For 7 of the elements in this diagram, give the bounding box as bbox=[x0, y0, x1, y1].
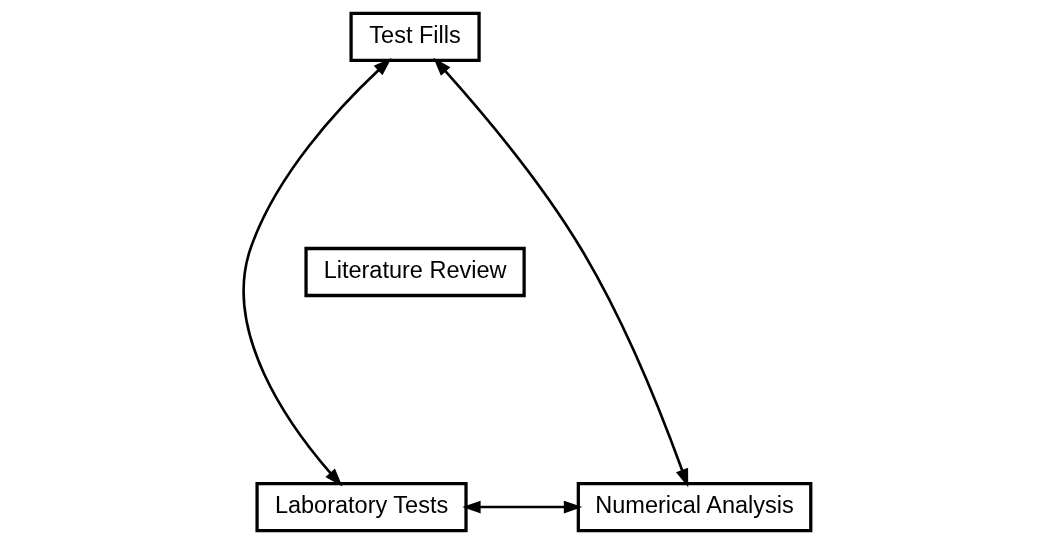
node-box: Laboratory Tests bbox=[254, 481, 468, 533]
node-box: Test Fills bbox=[348, 11, 481, 63]
arrow bbox=[461, 500, 582, 514]
arrow bbox=[432, 57, 688, 488]
node-box: Numerical Analysis bbox=[576, 481, 812, 533]
node-box: Literature Review bbox=[303, 246, 526, 298]
arrow bbox=[241, 58, 392, 487]
